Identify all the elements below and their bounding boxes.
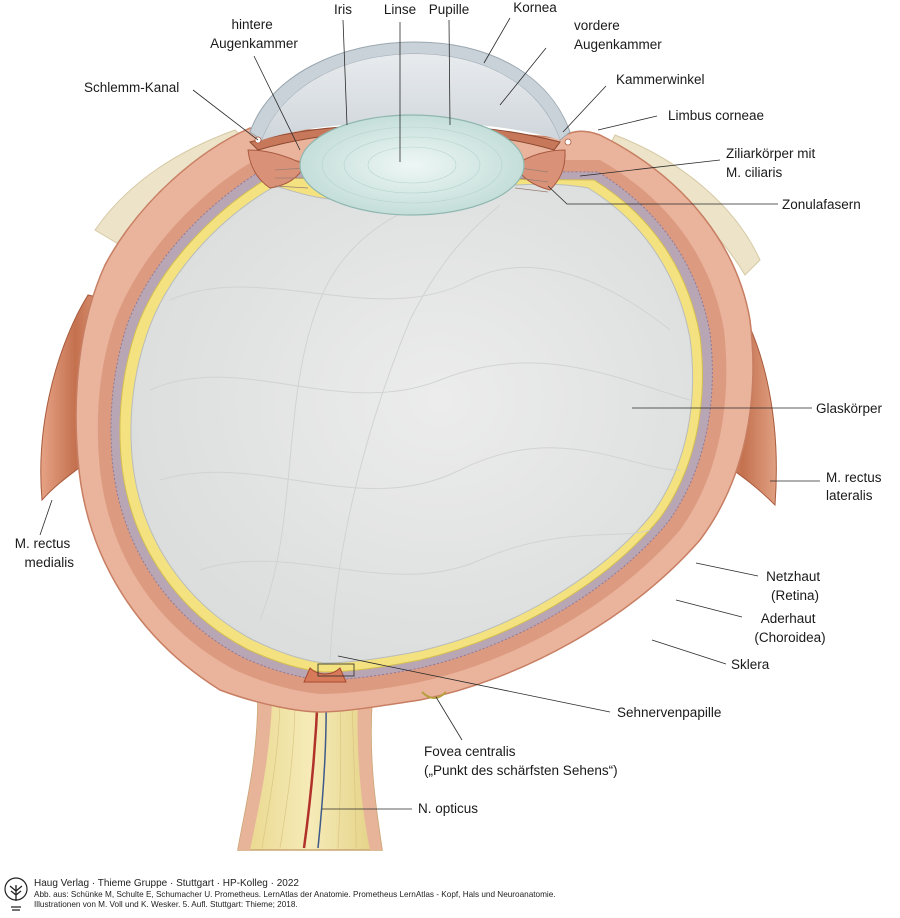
label-sklera: Sklera — [731, 657, 770, 672]
vitreous-texture — [149, 204, 691, 661]
footer-source-line: Abb. aus: Schünke M, Schulte E, Schumach… — [34, 890, 556, 899]
schlemm-canal-right — [564, 138, 572, 146]
label-aderhaut: Aderhaut (Choroidea) — [754, 611, 825, 645]
publisher-tree-logo-icon — [4, 877, 28, 911]
label-fovea-centralis: Fovea centralis („Punkt des schärfsten S… — [424, 744, 618, 778]
nerve-fibers — [261, 704, 357, 849]
label-vordere-augenkammer: vordere Augenkammer — [574, 18, 662, 52]
label-pupille: Pupille — [429, 2, 470, 17]
label-hintere-augenkammer: hintere Augenkammer — [210, 17, 298, 51]
optic-nerve-sheath-right — [357, 700, 382, 850]
label-iris: Iris — [334, 2, 352, 17]
optic-disc-bracket — [317, 663, 355, 677]
footer-credits: Haug Verlag · Thieme Gruppe · Stuttgart … — [34, 878, 854, 910]
leader-lines — [39, 17, 820, 810]
label-ziliarkoerper: Ziliarkörper mit M. ciliaris — [726, 146, 819, 180]
label-n-opticus: N. opticus — [418, 801, 478, 816]
optic-nerve-sheath-left — [238, 700, 272, 850]
footer-publisher-line: Haug Verlag · Thieme Gruppe · Stuttgart … — [34, 878, 299, 889]
anterior-chamber — [262, 54, 560, 140]
label-kammerwinkel: Kammerwinkel — [616, 72, 705, 87]
footer-illustrator-line: Illustrationen von M. Voll und K. Wesker… — [34, 900, 298, 909]
optic-disc — [303, 667, 347, 683]
label-netzhaut: Netzhaut (Retina) — [766, 569, 824, 603]
lens-shape — [299, 114, 525, 216]
label-schlemm-kanal: Schlemm-Kanal — [84, 80, 179, 95]
label-kornea: Kornea — [513, 0, 557, 15]
ciliary-body-left — [247, 149, 306, 189]
label-linse: Linse — [384, 2, 416, 17]
lens-layers — [321, 126, 503, 204]
label-limbus-corneae: Limbus corneae — [668, 108, 764, 123]
label-zonulafasern: Zonulafasern — [782, 197, 861, 212]
fovea-dip — [421, 691, 447, 699]
label-m-rectus-medialis: M. rectus medialis — [15, 536, 75, 570]
label-m-rectus-lateralis: M. rectus lateralis — [826, 470, 885, 503]
label-sehnervenpapille: Sehnervenpapille — [617, 705, 721, 720]
label-glaskoerper: Glaskörper — [816, 401, 883, 416]
